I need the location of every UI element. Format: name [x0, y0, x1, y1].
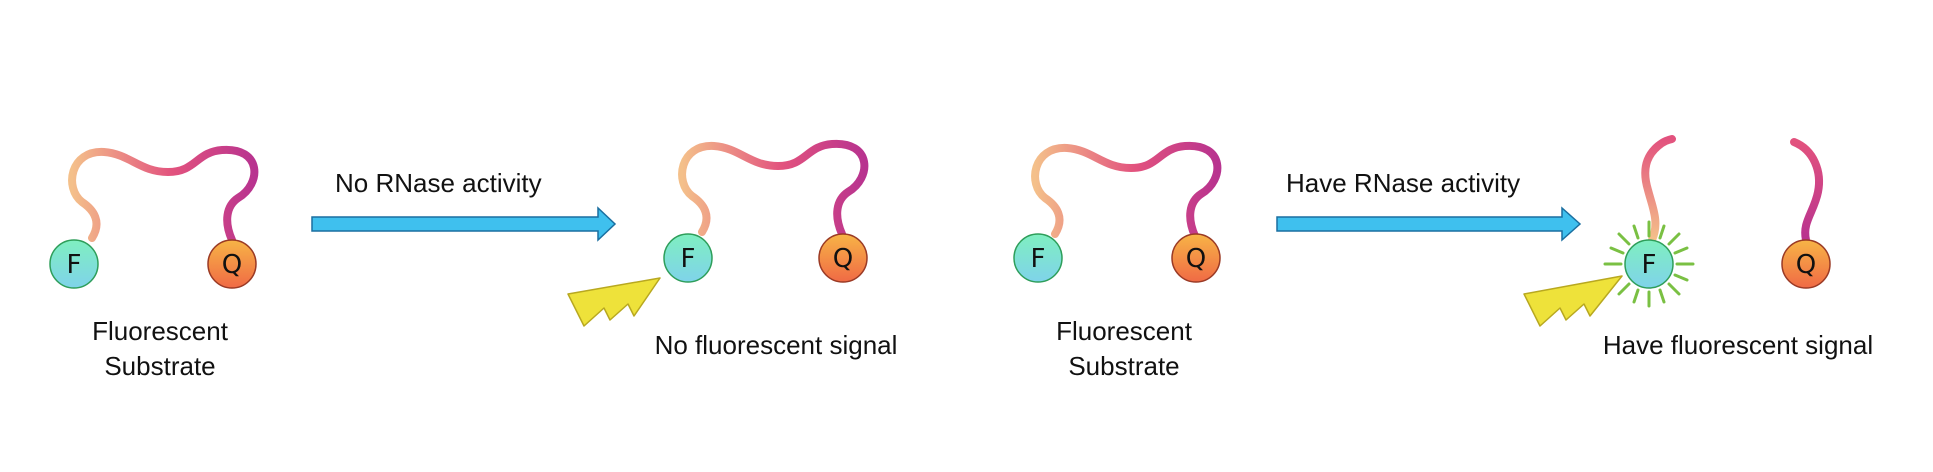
right-arrow-icon — [311, 206, 617, 242]
cleaved-strand-left — [1641, 135, 1676, 244]
result-no-signal: F Q No fluorescent signal — [567, 139, 898, 360]
arrow-have-rnase: Have RNase activity — [1276, 168, 1582, 242]
rna-strand — [68, 145, 259, 244]
substrate-label-line2: Substrate — [104, 351, 215, 381]
substrate-2: F Q Fluorescent Substrate — [1013, 141, 1222, 381]
fluorescence-glow-icon — [1603, 220, 1695, 308]
arrow-no-rnase: No RNase activity — [311, 168, 617, 242]
fluorophore-node: F — [663, 233, 713, 283]
substrate-label-line2: Substrate — [1068, 351, 1179, 381]
right-arrow-icon — [1276, 206, 1582, 242]
quencher-letter: Q — [833, 244, 853, 274]
fluorophore-letter: F — [67, 250, 82, 280]
result-label: No fluorescent signal — [655, 330, 898, 360]
fluorophore-node: F — [1013, 233, 1063, 283]
fluorophore-letter: F — [1031, 244, 1046, 274]
fluorophore-node: F — [1624, 239, 1674, 289]
arrow-label: No RNase activity — [335, 168, 542, 198]
substrate-1: F Q Fluorescent Substrate — [49, 145, 259, 381]
rna-strand — [678, 139, 869, 238]
quencher-letter: Q — [1186, 244, 1206, 274]
quencher-letter: Q — [1796, 250, 1816, 280]
fluorophore-letter: F — [681, 244, 696, 274]
excitation-bolt-icon — [1523, 275, 1623, 327]
substrate-label-line1: Fluorescent — [92, 316, 229, 346]
result-label: Have fluorescent signal — [1603, 330, 1873, 360]
result-signal: F Q Have fluorescent signal — [1523, 135, 1873, 360]
quencher-letter: Q — [222, 250, 242, 280]
quencher-node: Q — [818, 233, 868, 283]
cleaved-strand-right — [1790, 138, 1823, 244]
substrate-label-line1: Fluorescent — [1056, 316, 1193, 346]
quencher-node: Q — [207, 239, 257, 289]
rna-strand — [1031, 141, 1222, 240]
fluorophore-letter: F — [1642, 250, 1657, 280]
arrow-label: Have RNase activity — [1286, 168, 1520, 198]
fluorophore-node: F — [49, 239, 99, 289]
excitation-bolt-icon — [567, 277, 661, 327]
quencher-node: Q — [1171, 233, 1221, 283]
quencher-node: Q — [1781, 239, 1831, 289]
